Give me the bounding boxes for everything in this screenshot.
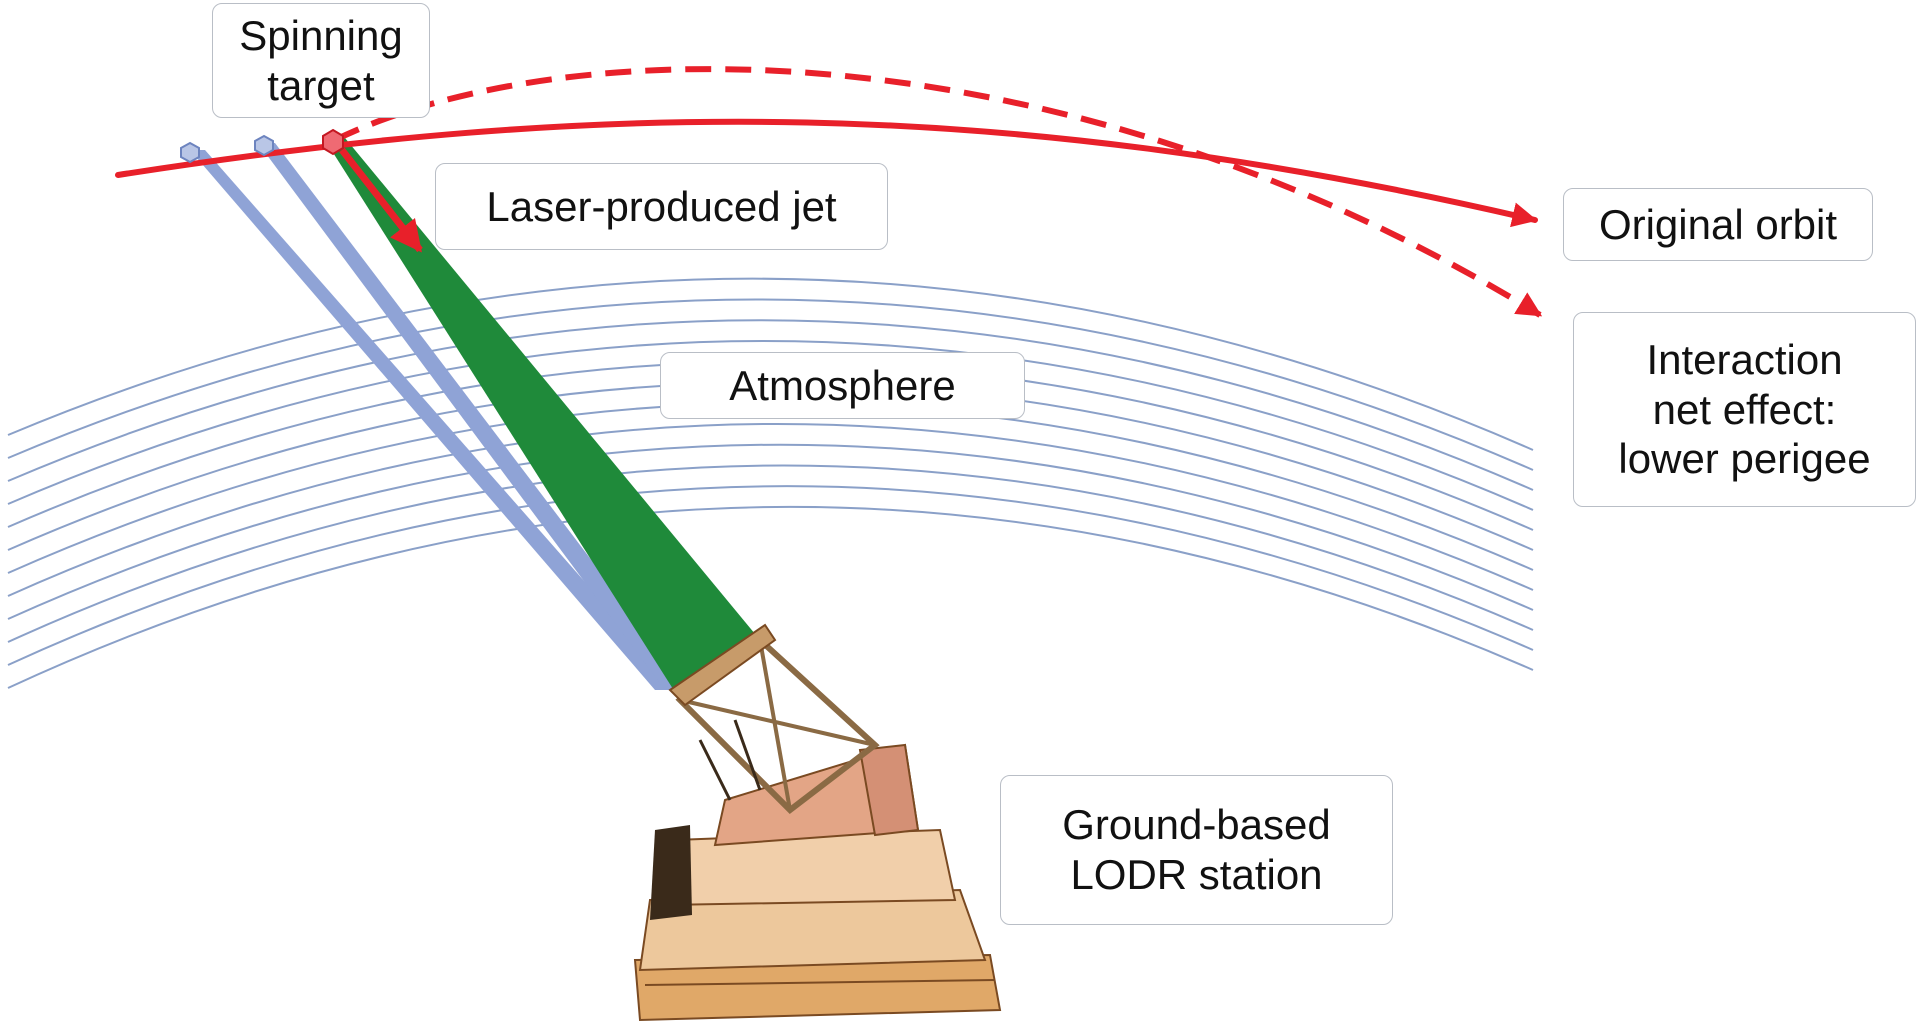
atmosphere-layer-line xyxy=(7,319,1534,491)
jet-arrow xyxy=(339,147,423,253)
label-original-orbit-text: Original orbit xyxy=(1598,200,1838,248)
atmosphere-layer-line xyxy=(7,443,1534,620)
label-atmosphere: Atmosphere xyxy=(660,352,1025,419)
label-interaction-line3: lower perigee xyxy=(1618,435,1871,483)
telescope-station-icon xyxy=(633,623,1002,1022)
earlier-beam-2 xyxy=(258,143,690,690)
atmosphere-layer-line xyxy=(7,298,1534,471)
label-spinning-target-line1: Spinning xyxy=(239,11,403,59)
label-spinning-target: Spinning target xyxy=(212,3,430,118)
atmosphere-layers xyxy=(7,277,1534,689)
label-original-orbit: Original orbit xyxy=(1563,188,1873,261)
hexagon-target-icon xyxy=(180,128,344,164)
atmosphere-layer-line xyxy=(7,505,1534,689)
perturbed-orbit-path xyxy=(333,66,1543,318)
label-ground-station-line2: LODR station xyxy=(1070,851,1323,898)
earlier-beam-1 xyxy=(190,150,680,690)
label-interaction-effect: Interaction net effect: lower perigee xyxy=(1573,312,1916,507)
label-laser-jet-text: Laser-produced jet xyxy=(486,182,837,230)
atmosphere-layer-line xyxy=(7,485,1534,666)
atmosphere-layer-line xyxy=(7,340,1534,511)
laser-beam xyxy=(325,138,760,700)
label-spinning-target-line2: target xyxy=(267,61,375,109)
atmosphere-layer-line xyxy=(7,423,1534,597)
label-ground-station: Ground-based LODR station xyxy=(1000,775,1393,925)
label-laser-jet: Laser-produced jet xyxy=(435,163,888,250)
label-interaction-line2: net effect: xyxy=(1652,385,1837,433)
atmosphere-layer-line xyxy=(7,464,1534,643)
atmosphere-layer-line xyxy=(7,402,1534,574)
label-interaction-line1: Interaction xyxy=(1646,336,1843,384)
label-ground-station-line1: Ground-based xyxy=(1062,801,1331,849)
label-atmosphere-text: Atmosphere xyxy=(729,361,956,409)
atmosphere-layer-line xyxy=(7,277,1534,451)
